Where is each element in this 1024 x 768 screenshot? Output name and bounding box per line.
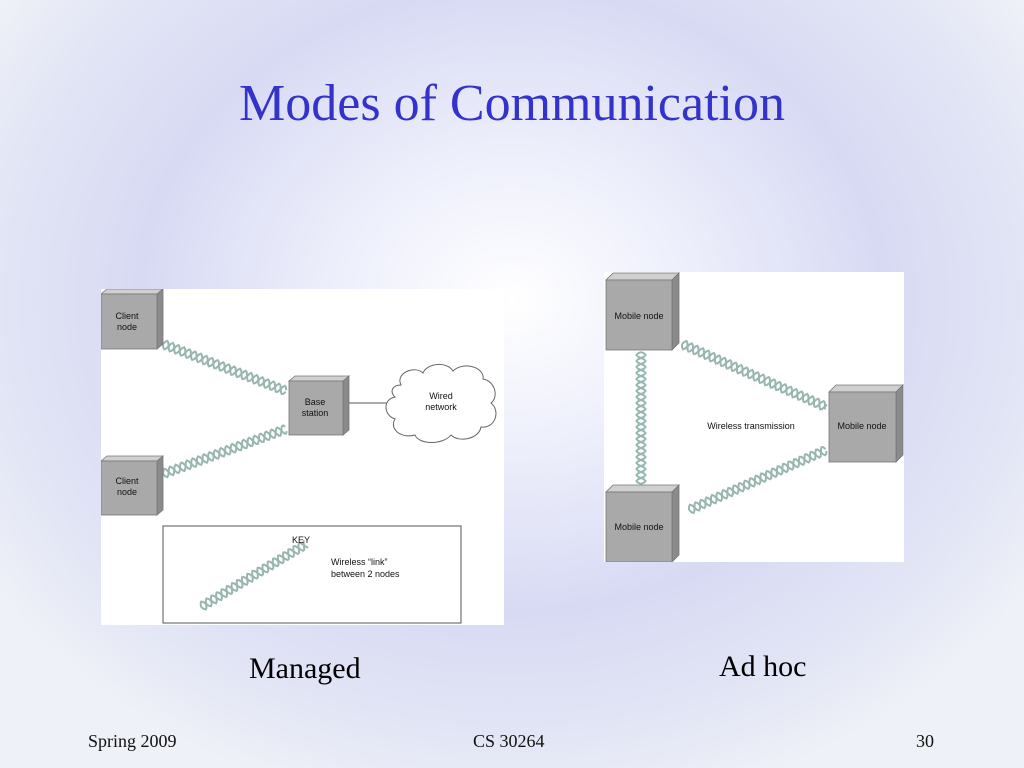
adhoc-diagram-svg: Mobile node Mobile node Mobile node Wire… bbox=[605, 272, 904, 562]
mobile-node-right-label: Mobile node bbox=[837, 421, 886, 431]
client-node-top: Client node bbox=[101, 289, 164, 350]
mobile-node-bottom-label: Mobile node bbox=[614, 522, 663, 532]
wireless-link-upper-strand-2 bbox=[681, 339, 828, 411]
mobile-node-bottom: Mobile node bbox=[605, 484, 680, 562]
base-station-label-2: station bbox=[302, 408, 329, 418]
wired-network-label-1: Wired bbox=[429, 391, 453, 401]
client-node-top-label-1: Client bbox=[115, 311, 139, 321]
mobile-node-top-label: Mobile node bbox=[614, 311, 663, 321]
adhoc-caption: Ad hoc bbox=[719, 650, 807, 683]
managed-diagram-svg: Client node Client node Base station Wir… bbox=[101, 289, 497, 624]
base-station-label-1: Base bbox=[305, 397, 326, 407]
wireless-link-lower-strand-2 bbox=[688, 446, 827, 512]
wireless-link-bottom-strand-2 bbox=[162, 426, 288, 477]
managed-caption: Managed bbox=[249, 652, 361, 685]
wireless-link-top-strand-2 bbox=[162, 339, 287, 396]
wired-network-cloud: Wired network bbox=[385, 364, 497, 443]
base-station: Base station bbox=[287, 375, 351, 436]
adhoc-diagram: Mobile node Mobile node Mobile node Wire… bbox=[604, 272, 904, 562]
key-text-line-1: Wireless “link” bbox=[331, 557, 388, 567]
key-title: KEY bbox=[292, 535, 310, 545]
wireless-link-upper bbox=[681, 342, 826, 410]
mobile-node-right: Mobile node bbox=[828, 384, 904, 463]
client-node-top-label-2: node bbox=[117, 322, 137, 332]
footer-page-number: 30 bbox=[916, 731, 934, 751]
key-wireless-link-strand-2 bbox=[199, 540, 306, 608]
key-box: KEY Wireless “link” between 2 nodes bbox=[162, 525, 462, 624]
footer-course: CS 30264 bbox=[473, 731, 545, 751]
managed-diagram: Client node Client node Base station Wir… bbox=[101, 289, 504, 625]
wireless-link-lower bbox=[688, 448, 828, 515]
mobile-node-top: Mobile node bbox=[605, 272, 680, 351]
wireless-transmission-label: Wireless transmission bbox=[707, 421, 795, 431]
slide-title: Modes of Communication bbox=[239, 75, 785, 132]
client-node-bottom: Client node bbox=[101, 455, 165, 516]
key-text-line-2: between 2 nodes bbox=[331, 569, 400, 579]
client-node-bottom-label-2: node bbox=[117, 487, 137, 497]
wired-network-label-2: network bbox=[425, 402, 457, 412]
wireless-link-vertical-strand-2 bbox=[635, 351, 647, 485]
client-node-bottom-label-1: Client bbox=[115, 476, 139, 486]
footer-date: Spring 2009 bbox=[88, 731, 177, 751]
